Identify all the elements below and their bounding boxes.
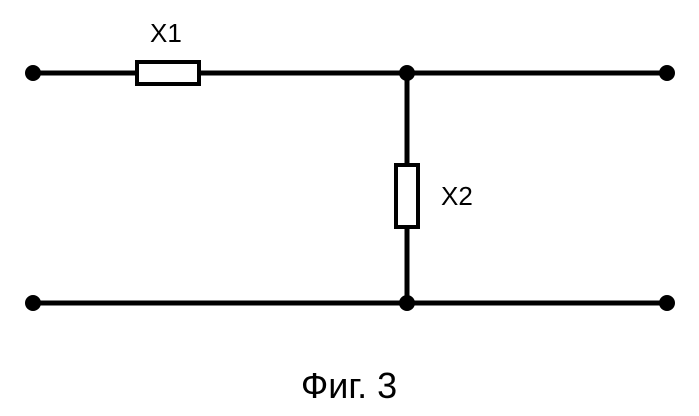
terminal-top-left xyxy=(25,65,41,81)
junction-bottom xyxy=(399,295,415,311)
component-x2 xyxy=(396,165,418,227)
component-x1 xyxy=(137,62,199,84)
figure-caption: Фиг. 3 xyxy=(301,365,397,406)
terminal-bottom-right xyxy=(659,295,675,311)
component-x1-label: X1 xyxy=(150,18,182,48)
junction-top xyxy=(399,65,415,81)
component-x2-label: X2 xyxy=(441,181,473,211)
terminal-bottom-left xyxy=(25,295,41,311)
terminal-top-right xyxy=(659,65,675,81)
